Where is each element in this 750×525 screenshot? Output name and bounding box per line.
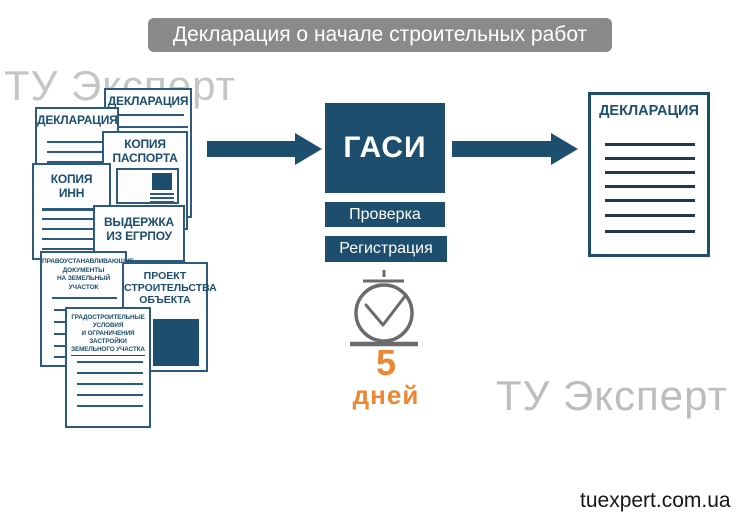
passport-page [116,168,179,204]
arrow-body [207,141,297,157]
doc-line [42,218,96,220]
right-arrow-icon [452,133,578,165]
doc-line [42,228,96,230]
page-title: Декларация о начале строительных работ [148,18,612,52]
doc-line [42,238,96,240]
doc-line [77,383,143,385]
doc-line [77,361,143,363]
step-check: Проверка [325,202,445,227]
doc-line [605,230,695,233]
document-title: ДЕКЛАРАЦИЯ [599,103,699,119]
doc-line [47,161,113,163]
arrow-body [452,141,553,157]
doc-line [605,199,695,202]
gasi-authority-box: ГАСИ [325,103,445,193]
duration-value: 5 [375,342,397,383]
doc-line [77,405,143,407]
doc-line [605,171,695,174]
arrow-head [551,133,578,165]
doc-line [77,372,143,374]
website-url: tuexpert.com.ua [580,489,731,512]
doc-line [150,197,174,199]
doc-line [605,214,695,217]
passport-photo [152,173,172,190]
doc-line [47,151,113,153]
doc-line [47,141,113,143]
doc-line [150,193,174,195]
document-title: ДЕКЛАРАЦИЯ [37,113,118,127]
document-title: ДЕКЛАРАЦИЯ [107,94,189,108]
doc-line [114,114,184,116]
doc-line [605,143,695,146]
result-declaration-document: ДЕКЛАРАЦИЯ [588,92,710,257]
step-registration: Регистрация [325,236,447,262]
watermark-bottom: ТУ Эксперт [496,372,728,419]
doc-line [605,185,695,188]
stopwatch-icon [350,270,418,347]
doc-line [42,208,104,211]
doc-line [52,297,117,299]
project-image-placeholder [153,319,199,366]
right-arrow-icon [207,133,322,165]
doc-line [77,394,143,396]
doc-line [42,248,96,250]
doc-line [114,126,188,128]
doc-line [605,157,695,160]
duration-unit: дней [352,380,420,410]
doc-line [150,201,174,203]
arrow-head [295,133,322,165]
